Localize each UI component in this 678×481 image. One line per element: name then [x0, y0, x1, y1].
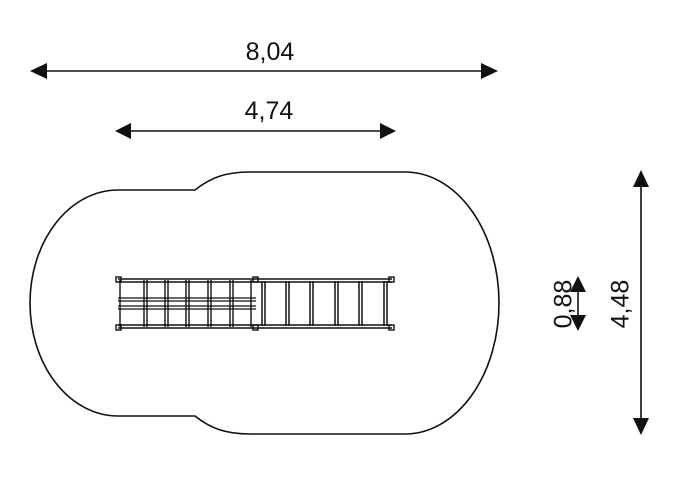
left-section-rungs: [119, 280, 252, 327]
total-length-label: 8,04: [246, 38, 295, 66]
dimension-total-width: 4,48: [607, 170, 649, 435]
equipment-width-label: 0,88: [550, 280, 578, 329]
equipment-length-label: 4,74: [245, 97, 294, 125]
dimension-total-length: 8,04: [30, 38, 498, 79]
dimension-equipment-width: 0,88: [550, 276, 586, 331]
horizontal-ladder: [115, 276, 395, 331]
dimension-equipment-length: 4,74: [115, 97, 396, 139]
total-width-label: 4,48: [607, 280, 635, 329]
safety-zone-outline: [29, 171, 500, 435]
ladder-posts: [115, 276, 395, 331]
right-section-rungs: [261, 281, 388, 326]
